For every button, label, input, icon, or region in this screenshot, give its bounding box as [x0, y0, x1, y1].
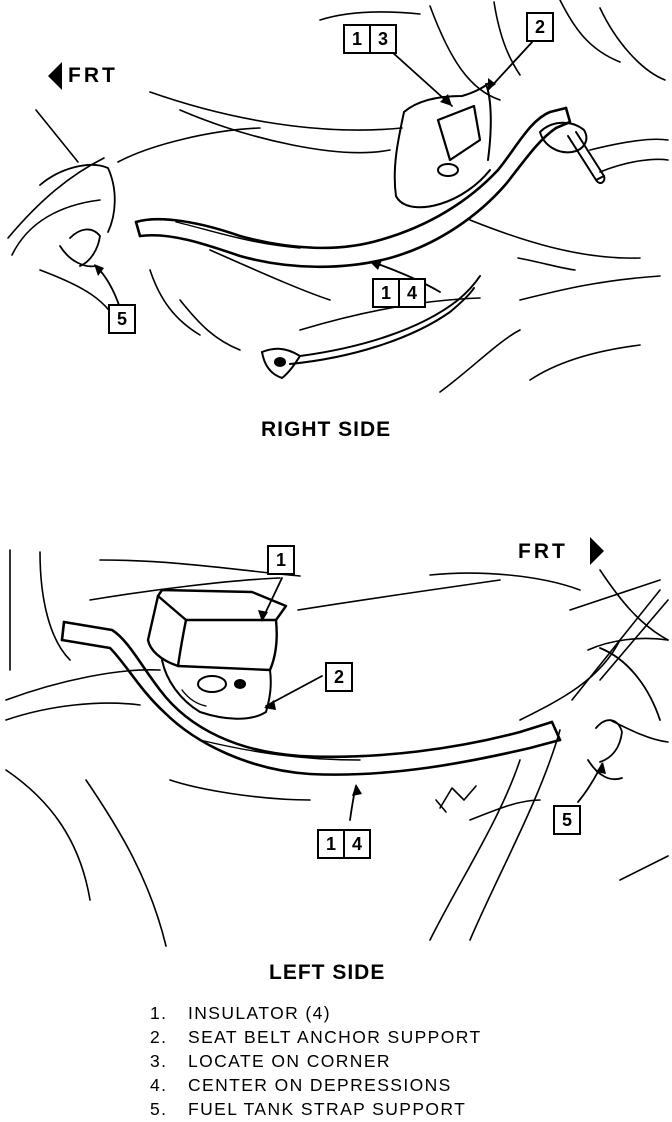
legend-item: 4.CENTER ON DEPRESSIONS [150, 1075, 452, 1095]
legend-item: 2.SEAT BELT ANCHOR SUPPORT [150, 1027, 482, 1047]
insulator-strap-left [60, 620, 562, 776]
seat-belt-anchor-support-lower [161, 659, 272, 720]
legend-item: 5.FUEL TANK STRAP SUPPORT [150, 1099, 467, 1119]
front-label-lower: FRT [518, 540, 568, 563]
callout-1-lower: 1 [267, 545, 295, 575]
callout-2-upper: 2 [526, 12, 554, 42]
fuel-tank-strap-support [39, 164, 116, 268]
callout-5-upper: 5 [108, 304, 136, 334]
anchor-bolt [539, 121, 606, 184]
body-contours [7, 0, 669, 393]
front-arrow-icon-lower [590, 537, 604, 565]
left-side-title: LEFT SIDE [269, 961, 386, 984]
seat-belt-anchor-support [393, 81, 492, 209]
callout-5-lower: 5 [553, 805, 581, 835]
leader-arrowheads-lower [258, 610, 606, 796]
legend-item: 3.LOCATE ON CORNER [150, 1051, 391, 1071]
leader-arrowheads [94, 78, 496, 276]
leader-lines-lower [261, 577, 603, 821]
body-contours-lower [5, 549, 669, 947]
right-side-title: RIGHT SIDE [261, 418, 392, 441]
right-side-view [7, 0, 669, 393]
legend: 1.INSULATOR (4) 2.SEAT BELT ANCHOR SUPPO… [150, 1001, 482, 1121]
lower-strap [261, 275, 481, 379]
front-label-upper: FRT [68, 64, 118, 87]
insulator-strap-right [134, 106, 572, 269]
small-arrow-mark [435, 785, 477, 813]
fuel-tank-strap-support-lower [587, 647, 661, 781]
legend-item: 1.INSULATOR (4) [150, 1003, 331, 1023]
left-side-view [5, 537, 669, 947]
insulator-block [146, 588, 288, 672]
callout-2-lower: 2 [325, 662, 353, 692]
front-arrow-icon [48, 62, 62, 90]
